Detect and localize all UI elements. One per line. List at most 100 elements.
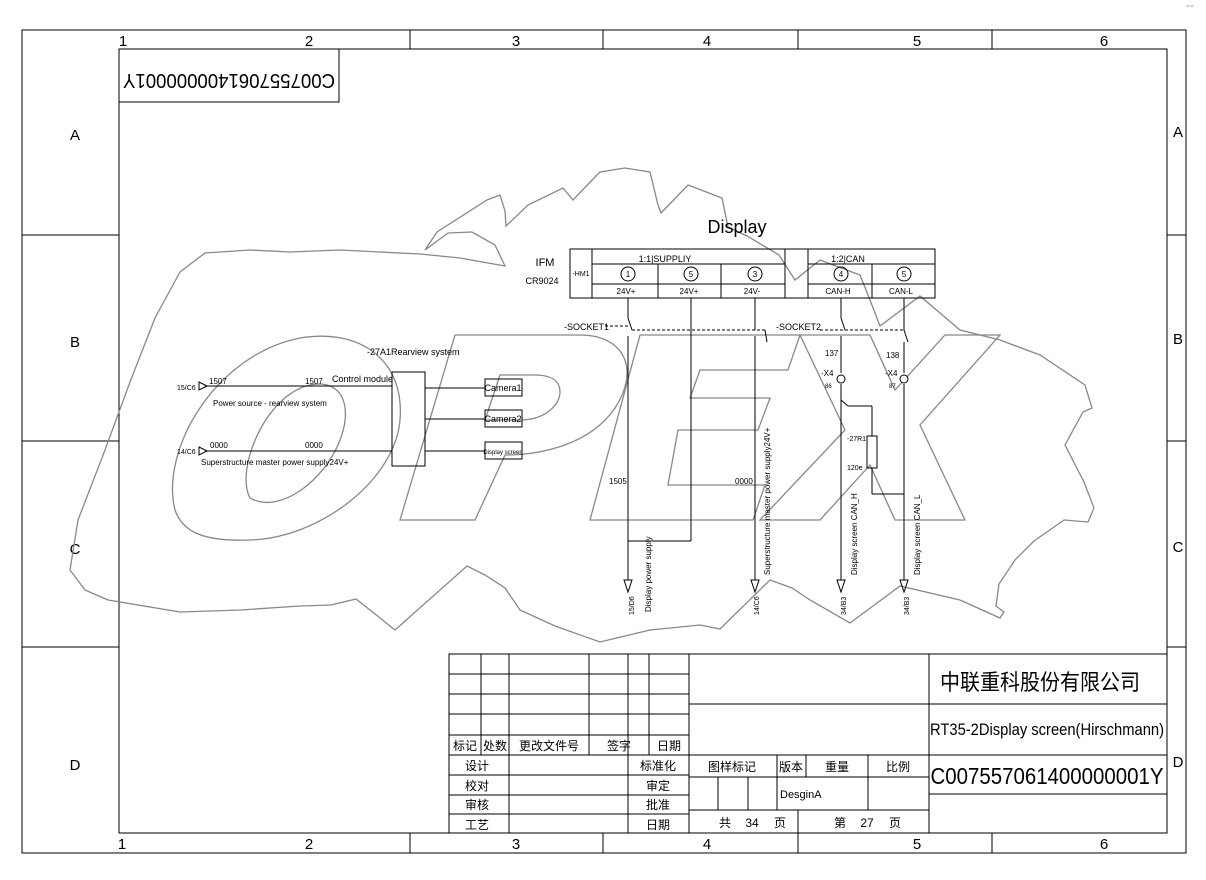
row-label: B: [1173, 331, 1183, 348]
row-label: A: [70, 127, 80, 144]
total-prefix: 共: [719, 816, 731, 830]
socket2-label: -SOCKET2: [776, 322, 821, 332]
drawing-title: RT35-2Display screen(Hirschmann): [930, 720, 1164, 739]
page-number: 27: [860, 816, 874, 830]
watermark-letter-o: [171, 335, 401, 541]
supply-header: 1:1|SUPPLIY: [639, 254, 692, 264]
watermark-letter-x: [758, 334, 1002, 521]
drawing-number: C007557061400000001Y: [931, 763, 1164, 789]
camera1-label: Camera1: [484, 383, 521, 393]
col-label: 3: [512, 836, 520, 853]
row-labels-right: A B C D: [1173, 124, 1184, 771]
line2-ref: 14/C6: [177, 449, 196, 456]
approval-standard: 标准化: [640, 759, 676, 773]
pin-label: CAN-L: [889, 287, 914, 296]
rev-header-date: 日期: [657, 739, 681, 753]
pin-label: 24V+: [680, 287, 699, 296]
scale-label: 比例: [886, 760, 910, 774]
desc-display-power: Display power supply: [644, 536, 653, 612]
rev-header-doc: 更改文件号: [519, 738, 579, 753]
sign-row-review: 审核: [465, 797, 489, 812]
weight-label: 重量: [825, 760, 849, 774]
sign-row-process: 工艺: [465, 818, 489, 832]
x4-left-label: -X4: [821, 369, 834, 378]
ifm-label: IFM: [536, 257, 555, 269]
line1-wire-a: 1507: [209, 377, 227, 386]
col-label: 4: [703, 33, 711, 50]
total-pages: 34: [745, 816, 759, 830]
x4-right-label: -X4: [885, 369, 898, 378]
ref-display-power: 15/D6: [629, 596, 636, 615]
col-label: 3: [512, 33, 520, 50]
col-label: 5: [913, 33, 921, 50]
device-tag: -HM1: [572, 271, 589, 278]
column-labels-bottom: 1 2 3 4 5 6: [118, 836, 1108, 853]
desc-can-l: Display screen CAN_L: [913, 494, 922, 575]
col-label: 1: [118, 836, 126, 853]
approval-verify: 审定: [646, 778, 670, 793]
wire-1505: 1505: [609, 477, 627, 486]
vertical-wire-labels: 1505 0000 Display power supply 15/D6 Sup…: [609, 427, 922, 615]
row-label: B: [70, 334, 80, 351]
control-module-label: Control module: [332, 374, 393, 384]
socket1-label: -SOCKET1: [564, 322, 609, 332]
version-label: 版本: [779, 760, 803, 774]
ref-can-h: 34/B3: [841, 597, 848, 615]
row-label: C: [70, 541, 81, 558]
x4-right-pin: 87: [889, 384, 896, 390]
sign-row-design: 设计: [465, 759, 489, 773]
line2-wire-a: 0000: [210, 441, 228, 450]
display-screen-label: Display screen: [483, 450, 522, 456]
col-label: 4: [703, 836, 711, 853]
line1-wire-b: 1507: [305, 377, 323, 386]
pin-number: 4: [839, 270, 844, 279]
wire-138: 138: [886, 351, 900, 360]
display-block: Display IFM CR9024 -HM1 1:1|SUPPLIY 1:2|…: [525, 217, 936, 299]
watermark-letter-p: [399, 334, 628, 521]
opex-watermark: [69, 167, 1095, 643]
stamp-code: C007557061400000001Y: [123, 69, 335, 91]
gear-watermark-shape: [69, 167, 1095, 643]
row-labels-left: A B C D: [70, 127, 81, 774]
rev-header-count: 处数: [483, 738, 507, 753]
company-name: 中联重科股份有限公司: [940, 671, 1140, 696]
resistor-tag: -27R1: [847, 436, 866, 443]
sign-row-check: 校对: [465, 778, 489, 793]
watermark-letter-e: [589, 334, 801, 521]
col-label: 2: [305, 33, 313, 50]
column-labels-top: 1 2 3 4 5 6: [119, 33, 1108, 50]
socket-labels: -SOCKET1 -SOCKET2: [564, 322, 821, 332]
pin-number: 5: [902, 270, 907, 279]
rearview-system-label: -27A1Rearview system: [367, 347, 460, 357]
version-value: DesginA: [780, 789, 822, 801]
page-unit: 页: [774, 816, 786, 830]
model-label: CR9024: [525, 276, 558, 286]
approval-approve: 批准: [646, 797, 670, 812]
corner-mark: ⁻⁻: [1186, 3, 1194, 12]
pin-number: 1: [626, 270, 631, 279]
title-block-text: 中联重科股份有限公司 RT35-2Display screen(Hirschma…: [453, 671, 1164, 832]
line2-wire-b: 0000: [305, 441, 323, 450]
col-label: 1: [119, 33, 127, 50]
wiring: [605, 298, 909, 594]
col-label: 2: [305, 836, 313, 853]
pin-label: 24V-: [744, 287, 761, 296]
can-header: 1:2|CAN: [831, 254, 865, 264]
page-unit-2: 页: [889, 816, 901, 830]
rev-header-mark: 标记: [453, 739, 477, 753]
wire-0000: 0000: [735, 477, 753, 486]
col-label: 6: [1100, 836, 1108, 853]
col-label: 5: [913, 836, 921, 853]
display-title: Display: [707, 217, 766, 237]
line1-ref: 15/C6: [177, 385, 196, 392]
mark-label: 图样标记: [708, 759, 756, 774]
ref-can-l: 34/B3: [904, 597, 911, 615]
rev-header-sign: 签字: [607, 738, 631, 753]
rearview-system: -27A1Rearview system Control module Came…: [177, 347, 523, 467]
page-prefix: 第: [834, 816, 846, 830]
desc-can-h: Display screen CAN_H: [850, 493, 859, 575]
wire-137: 137: [825, 349, 839, 358]
desc-master-power: Superstructure master power supply24V+: [763, 427, 772, 575]
line2-desc: Superstructure master power supply24V+: [201, 458, 349, 467]
